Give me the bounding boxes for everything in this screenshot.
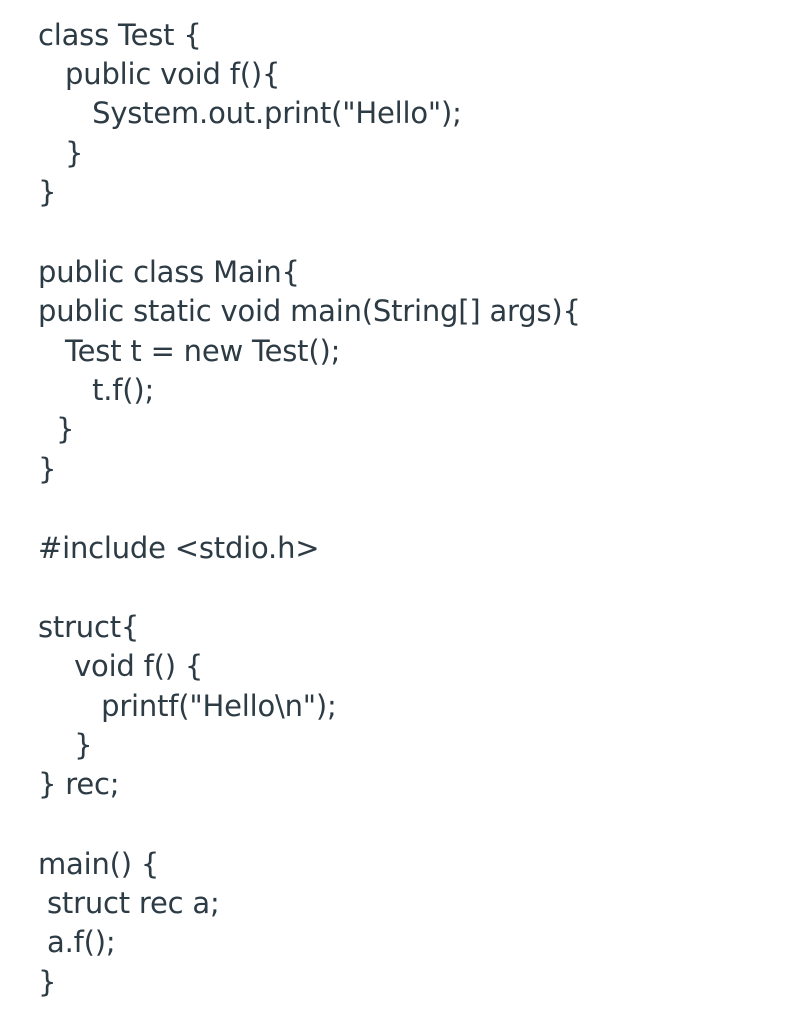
code-line: a.f(); [38, 925, 116, 959]
code-line: } [38, 452, 57, 486]
code-line: struct rec a; [38, 886, 220, 920]
code-line: public class Main{ [38, 255, 300, 289]
code-line: } [38, 965, 57, 999]
code-line: } rec; [38, 767, 120, 801]
code-line: } [38, 728, 93, 762]
code-line: System.out.print("Hello"); [38, 96, 462, 130]
code-line: printf("Hello\n"); [38, 689, 337, 723]
code-line: } [38, 412, 75, 446]
code-line: #include <stdio.h> [38, 531, 320, 565]
code-line: } [38, 175, 57, 209]
code-line: } [38, 136, 84, 170]
code-line: main() { [38, 847, 160, 881]
code-line: t.f(); [38, 373, 155, 407]
code-line: void f() { [38, 649, 204, 683]
code-line: public static void main(String[] args){ [38, 294, 581, 328]
code-line: struct{ [38, 610, 140, 644]
code-line: public void f(){ [38, 57, 281, 91]
code-line: Test t = new Test(); [38, 334, 341, 368]
code-line: class Test { [38, 18, 202, 52]
